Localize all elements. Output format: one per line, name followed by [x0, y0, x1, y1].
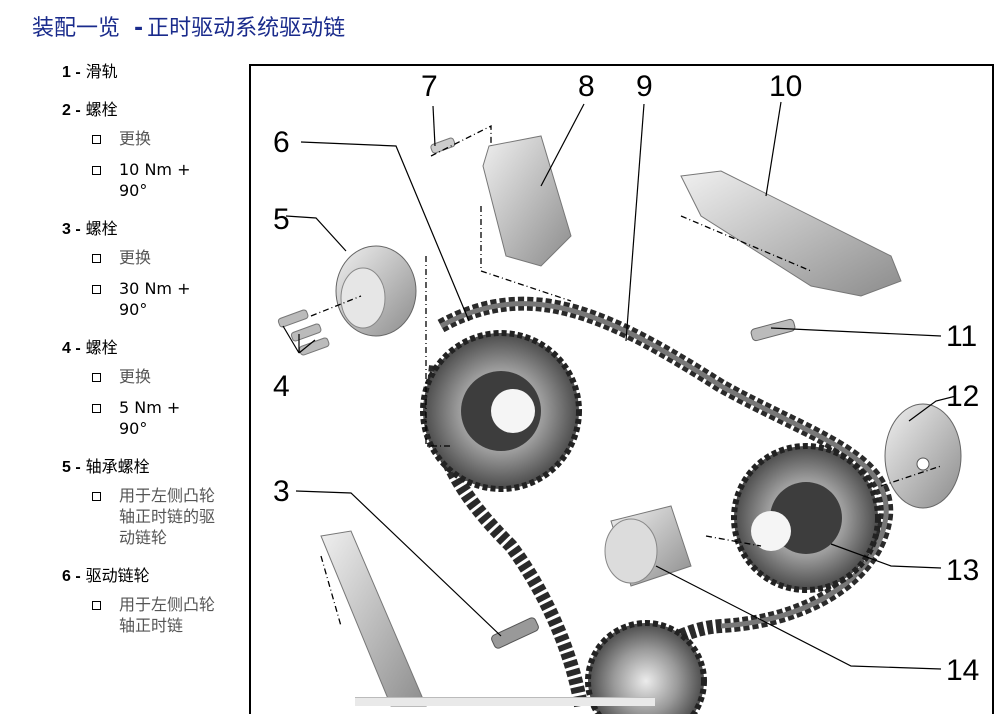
checkbox-icon [92, 254, 101, 263]
guide-rail-8 [482, 135, 572, 267]
sub-item: 用于左侧凸轮轴正时链的驱动链轮 [92, 485, 242, 548]
sub-item: 30 Nm + 90° [92, 278, 242, 320]
sub-item: 5 Nm + 90° [92, 397, 242, 439]
callout-13: 13 [946, 554, 979, 587]
list-item: 2 -螺栓 更换 10 Nm + 90° [62, 96, 242, 201]
slide-rail-10 [680, 170, 902, 297]
sub-item-text: 10 Nm + 90° [119, 160, 191, 200]
callout-3: 3 [273, 475, 290, 508]
viewer-toolbar[interactable] [355, 697, 655, 706]
sub-item-text: 用于左侧凸轮轴正时链的驱动链轮 [119, 486, 216, 547]
item-label: 螺栓 [85, 219, 118, 238]
callout-6: 6 [273, 126, 290, 159]
sub-item: 用于左侧凸轮轴正时链 [92, 594, 242, 636]
checkbox-icon [92, 601, 101, 610]
sub-item-text: 更换 [119, 367, 152, 386]
item-label: 驱动链轮 [85, 566, 150, 585]
sub-item-text: 更换 [119, 248, 152, 267]
item-number: 5 - [62, 459, 81, 476]
checkbox-icon [92, 492, 101, 501]
item-number: 3 - [62, 221, 81, 238]
title-right: 正时驱动系统驱动链 [147, 16, 346, 41]
item-number: 6 - [62, 568, 81, 585]
item-label: 滑轨 [85, 62, 118, 81]
figure-drawing: 7 8 9 10 6 5 4 11 12 3 13 14 [273, 70, 979, 714]
checkbox-icon [92, 373, 101, 382]
callout-5: 5 [273, 203, 290, 236]
title-left: 装配一览 [32, 16, 121, 41]
slide-rail-1 [320, 530, 427, 707]
item-label: 螺栓 [85, 338, 118, 357]
item-number: 4 - [62, 340, 81, 357]
callout-10: 10 [769, 70, 802, 103]
title-dash: - [134, 16, 144, 41]
sub-item: 更换 [92, 247, 242, 268]
checkbox-icon [92, 166, 101, 175]
item-number: 2 - [62, 102, 81, 119]
callout-12: 12 [946, 380, 979, 413]
item-number: 1 - [62, 64, 81, 81]
callout-8: 8 [578, 70, 595, 103]
tensioner-plate [884, 403, 962, 509]
list-item: 1 -滑轨 [62, 58, 242, 82]
sub-item: 10 Nm + 90° [92, 159, 242, 201]
checkbox-icon [92, 135, 101, 144]
sub-item-text: 30 Nm + 90° [119, 279, 191, 319]
checkbox-icon [92, 285, 101, 294]
callout-9: 9 [636, 70, 653, 103]
checkbox-icon [92, 404, 101, 413]
list-item: 6 -驱动链轮 用于左侧凸轮轴正时链 [62, 562, 242, 636]
callout-11: 11 [946, 320, 977, 353]
exploded-view-figure: 7 8 9 10 6 5 4 11 12 3 13 14 [249, 64, 994, 714]
sub-item: 更换 [92, 366, 242, 387]
parts-list: 1 -滑轨 2 -螺栓 更换 10 Nm + 90° 3 -螺栓 更换 30 N… [62, 58, 242, 650]
sub-item-text: 更换 [119, 129, 152, 148]
lower-sprocket [585, 620, 707, 714]
sub-item-text: 用于左侧凸轮轴正时链 [119, 595, 216, 635]
callout-7: 7 [421, 70, 438, 103]
page-title: 装配一览-正时驱动系统驱动链 [32, 10, 345, 42]
item-label: 轴承螺栓 [85, 457, 150, 476]
list-item: 4 -螺栓 更换 5 Nm + 90° [62, 334, 242, 439]
sub-item: 更换 [92, 128, 242, 149]
callout-4: 4 [273, 370, 290, 403]
item-label: 螺栓 [85, 100, 118, 119]
list-item: 5 -轴承螺栓 用于左侧凸轮轴正时链的驱动链轮 [62, 453, 242, 548]
sub-item-text: 5 Nm + 90° [119, 398, 181, 438]
callout-14: 14 [946, 654, 979, 687]
list-item: 3 -螺栓 更换 30 Nm + 90° [62, 215, 242, 320]
